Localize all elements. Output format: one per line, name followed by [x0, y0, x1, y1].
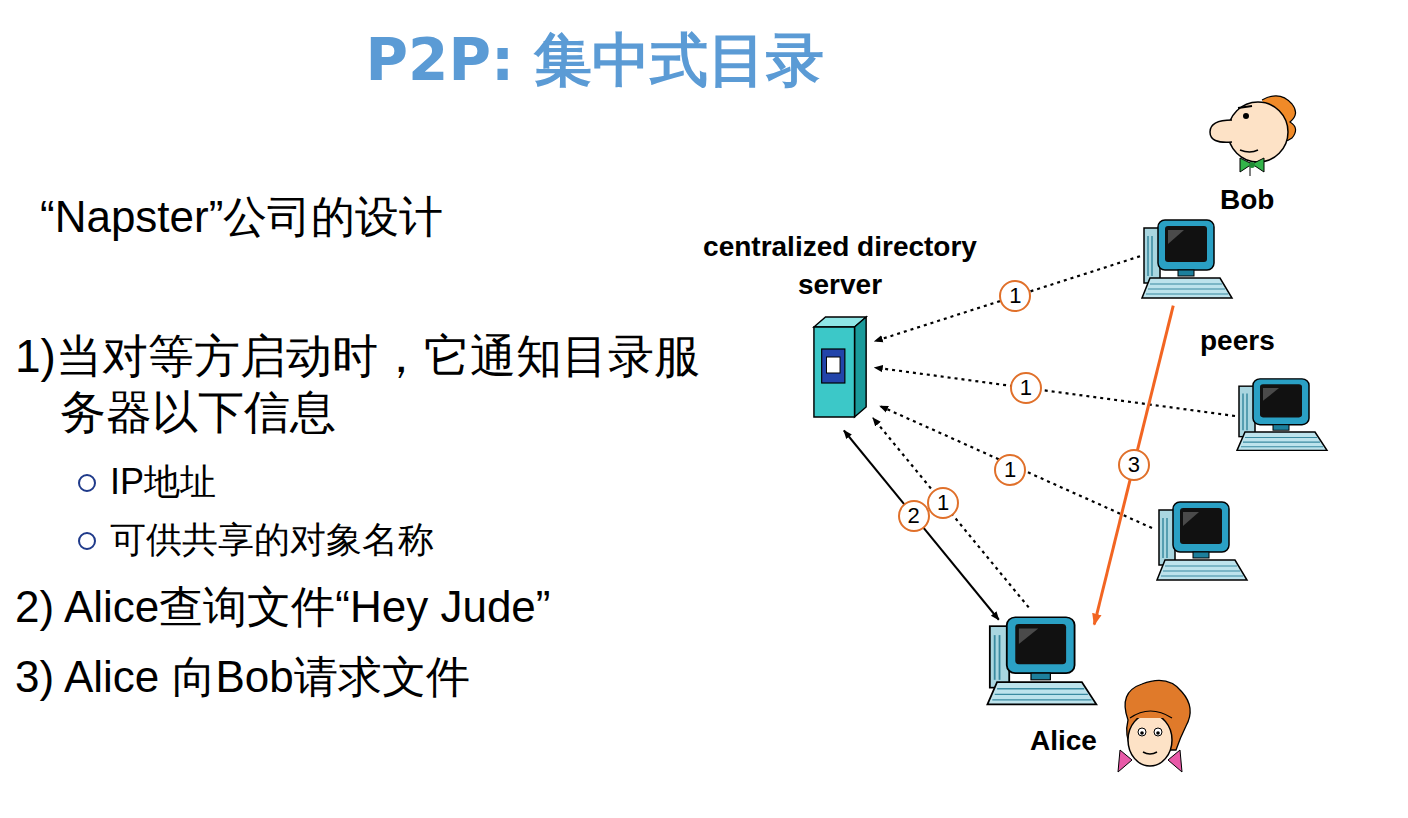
text-line: IP地址: [110, 458, 216, 507]
alice-face: [1118, 680, 1190, 772]
server-icon: [812, 315, 870, 420]
text-line: 2) Alice查询文件“Hey Jude”: [15, 578, 550, 637]
computer-icon: [985, 615, 1100, 710]
text-line: 3) Alice 向Bob请求文件: [15, 648, 470, 707]
title: P2P: 集中式目录: [0, 22, 1190, 100]
computer-icon: [1140, 218, 1235, 303]
bullet: [79, 475, 95, 491]
node-label: centralized directory server: [700, 228, 980, 304]
callout-number: 2: [898, 500, 930, 532]
connector: [1094, 306, 1173, 625]
peer-node: Alice: [985, 615, 1205, 765]
peer-computer: [1157, 502, 1247, 580]
text-line: “Napster”公司的设计: [40, 188, 443, 247]
computer-icon: [1235, 377, 1330, 455]
callout-number: 3: [1118, 449, 1150, 481]
connector: [875, 256, 1140, 341]
callout-number: 1: [994, 454, 1026, 486]
text-line: 1)当对等方启动时，它通知目录服务器以下信息: [15, 328, 725, 440]
text-line: 可供共享的对象名称: [110, 516, 434, 565]
callout-number: 1: [927, 487, 959, 519]
peer-node: peers: [1195, 325, 1335, 455]
node-label: Alice: [1030, 725, 1097, 757]
peer-node: centralized directory server: [700, 228, 980, 418]
bob-face: [1210, 96, 1296, 176]
connector: [873, 418, 1029, 608]
connector: [875, 368, 1235, 417]
node-label: Bob: [1220, 184, 1274, 216]
callout-number: 1: [1010, 372, 1042, 404]
peer-node: Bob: [1135, 180, 1335, 305]
node-label: peers: [1200, 325, 1275, 357]
connector: [844, 431, 999, 620]
bullet: [79, 533, 95, 549]
callout-number: 1: [999, 280, 1031, 312]
